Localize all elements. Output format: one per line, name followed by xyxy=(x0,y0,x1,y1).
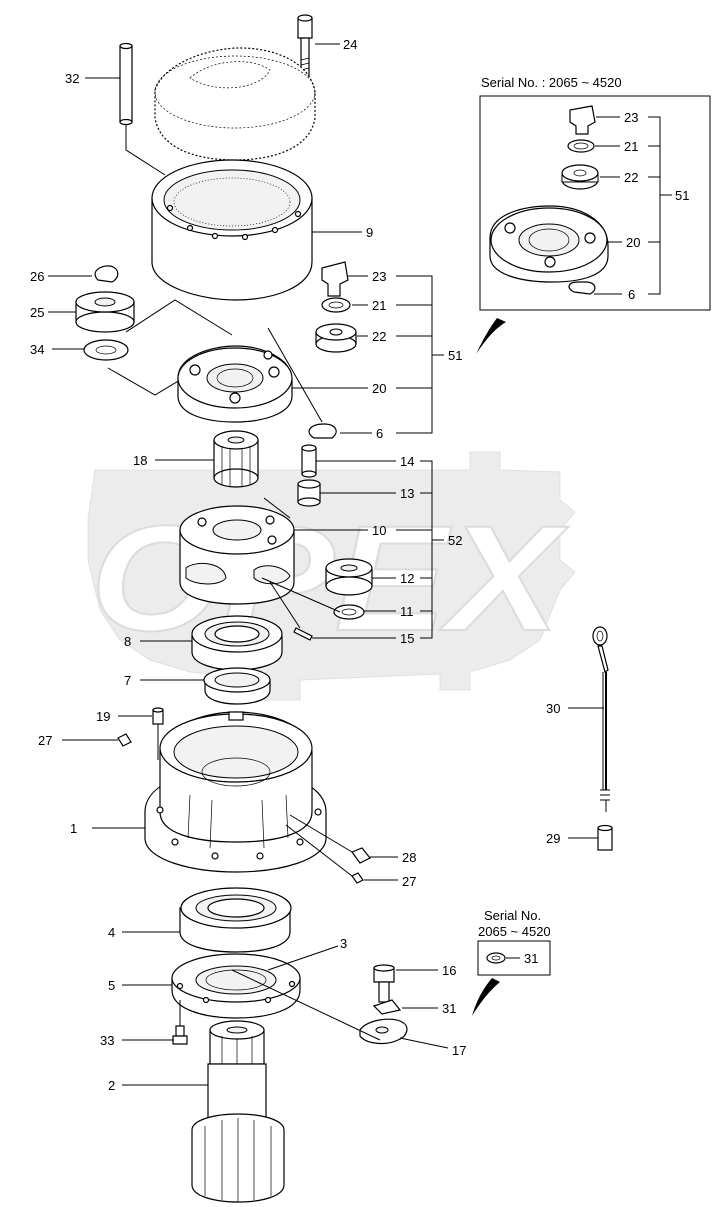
inset-part-31 xyxy=(486,952,506,964)
label-34: 34 xyxy=(30,342,44,357)
inset-part-6 xyxy=(568,281,596,295)
label-14: 14 xyxy=(400,454,414,469)
inset-part-22 xyxy=(561,164,599,190)
label-15: 15 xyxy=(400,631,414,646)
label-28: 28 xyxy=(402,850,416,865)
label-25: 25 xyxy=(30,305,44,320)
part-26-snap-ring xyxy=(94,265,119,283)
inset-label-23: 23 xyxy=(624,110,638,125)
label-2: 2 xyxy=(108,1078,115,1093)
label-11: 11 xyxy=(400,604,414,619)
part-22-gear xyxy=(315,323,357,353)
part-8-bearing xyxy=(191,615,283,671)
part-30-dipstick xyxy=(592,626,610,812)
label-52: 52 xyxy=(448,533,462,548)
label-29: 29 xyxy=(546,831,560,846)
part-21-washer xyxy=(321,297,351,313)
label-1: 1 xyxy=(70,821,77,836)
label-19: 19 xyxy=(96,709,110,724)
part-33-bolt xyxy=(172,1025,188,1045)
label-18: 18 xyxy=(133,453,147,468)
label-7: 7 xyxy=(124,673,131,688)
part-1-housing xyxy=(144,711,327,873)
label-22: 22 xyxy=(372,329,386,344)
part-31-lock-plate xyxy=(372,999,402,1015)
serial-inset-small: Serial No. 2065 ~ 4520 31 xyxy=(472,908,551,1016)
part-19-pin xyxy=(152,707,164,725)
serial-note-top: Serial No. : 2065 ~ 4520 xyxy=(481,75,622,90)
label-33: 33 xyxy=(100,1033,114,1048)
part-17-plate xyxy=(359,1018,408,1045)
label-27b: 27 xyxy=(402,874,416,889)
inset-part-23 xyxy=(569,105,596,135)
label-17: 17 xyxy=(452,1043,466,1058)
label-9: 9 xyxy=(366,225,373,240)
part-6-snap-ring xyxy=(308,423,337,439)
inset-label-20: 20 xyxy=(626,235,640,250)
label-32: 32 xyxy=(65,71,79,86)
serial-inset-box: Serial No. : 2065 ~ 4520 xyxy=(476,75,711,354)
part-32-pin xyxy=(119,42,133,126)
part-23-cap xyxy=(321,261,349,297)
serial-note-bottom-line2: 2065 ~ 4520 xyxy=(478,924,551,939)
label-26: 26 xyxy=(30,269,44,284)
part-15-pin xyxy=(293,627,313,641)
part-12-planet-gear xyxy=(325,558,373,596)
part-34-washer xyxy=(83,339,129,361)
label-5: 5 xyxy=(108,978,115,993)
part-27-plug-lower xyxy=(351,872,364,884)
part-9-ring-gear xyxy=(151,159,313,301)
label-16: 16 xyxy=(442,963,456,978)
label-10: 10 xyxy=(372,523,386,538)
inset-part-21 xyxy=(567,139,595,153)
part-28-plug xyxy=(351,847,371,864)
label-3: 3 xyxy=(340,936,347,951)
inset-part-20 xyxy=(489,205,609,283)
part-24-bolt xyxy=(297,14,313,79)
part-29-tube xyxy=(597,824,613,851)
label-21: 21 xyxy=(372,298,386,313)
inset-label-21: 21 xyxy=(624,139,638,154)
part-4-bearing xyxy=(179,887,292,953)
label-4: 4 xyxy=(108,925,115,940)
label-30: 30 xyxy=(546,701,560,716)
inset-label-31: 31 xyxy=(524,951,538,966)
top-cover xyxy=(154,47,316,161)
label-23: 23 xyxy=(372,269,386,284)
part-5-cover xyxy=(171,953,301,1019)
inset-label-51: 51 xyxy=(675,188,689,203)
part-18-sun-gear xyxy=(213,430,259,488)
part-25-gear xyxy=(75,291,135,333)
label-8: 8 xyxy=(124,634,131,649)
part-10-carrier xyxy=(179,505,295,605)
serial-note-bottom-line1: Serial No. xyxy=(484,908,541,923)
part-11-washer xyxy=(333,604,365,620)
label-13: 13 xyxy=(400,486,414,501)
label-6: 6 xyxy=(376,426,383,441)
inset-label-6: 6 xyxy=(628,287,635,302)
label-24: 24 xyxy=(343,37,357,52)
part-20-carrier-plate xyxy=(177,345,293,423)
label-51: 51 xyxy=(448,348,462,363)
label-31: 31 xyxy=(442,1001,456,1016)
part-7-seal xyxy=(203,667,271,705)
part-13-bushing xyxy=(297,479,321,507)
part-27-plug-upper xyxy=(117,733,132,747)
label-27a: 27 xyxy=(38,733,52,748)
inset-label-22: 22 xyxy=(624,170,638,185)
label-12: 12 xyxy=(400,571,414,586)
part-16-bolt xyxy=(373,964,395,1003)
part-2-pinion-shaft xyxy=(191,1020,285,1203)
label-20: 20 xyxy=(372,381,386,396)
part-14-pin xyxy=(301,444,317,478)
